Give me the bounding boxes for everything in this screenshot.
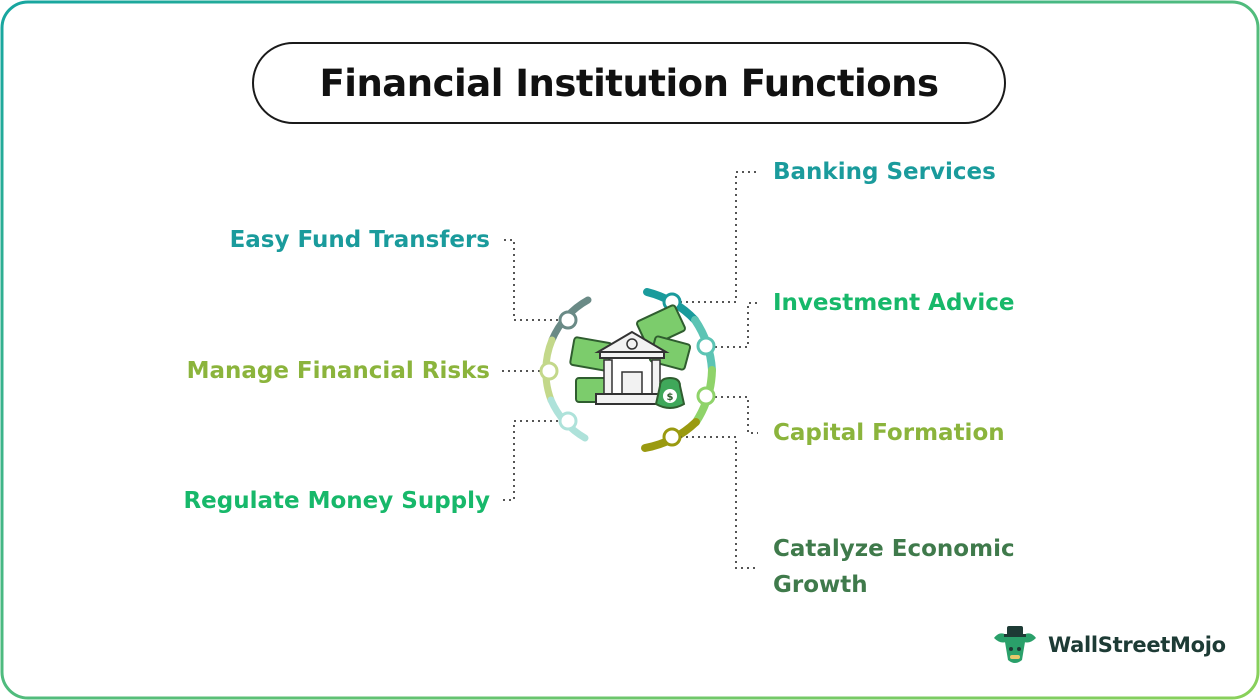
connectors bbox=[500, 171, 758, 569]
page-title: Financial Institution Functions bbox=[319, 61, 940, 105]
function-easy-fund-transfers: Easy Fund Transfers bbox=[229, 227, 490, 253]
function-capital-formation: Capital Formation bbox=[773, 420, 1005, 446]
bull-mascot-icon bbox=[994, 626, 1036, 663]
function-manage-financial-risks: Manage Financial Risks bbox=[186, 358, 490, 384]
function-regulate-money-supply: Regulate Money Supply bbox=[183, 488, 490, 514]
function-investment-advice: Investment Advice bbox=[773, 290, 1015, 316]
brand-logo: WallStreetMojo bbox=[990, 622, 1226, 668]
bank-with-money-icon: $ bbox=[569, 304, 692, 409]
brand-name: WallStreetMojo bbox=[1048, 633, 1226, 657]
svg-text:$: $ bbox=[667, 392, 674, 403]
arc-nodes bbox=[539, 292, 716, 447]
function-catalyze-economic-growth: Catalyze Economic Growth bbox=[773, 536, 1015, 598]
title-banner: Financial Institution Functions bbox=[252, 42, 1006, 124]
function-banking-services: Banking Services bbox=[773, 159, 996, 185]
